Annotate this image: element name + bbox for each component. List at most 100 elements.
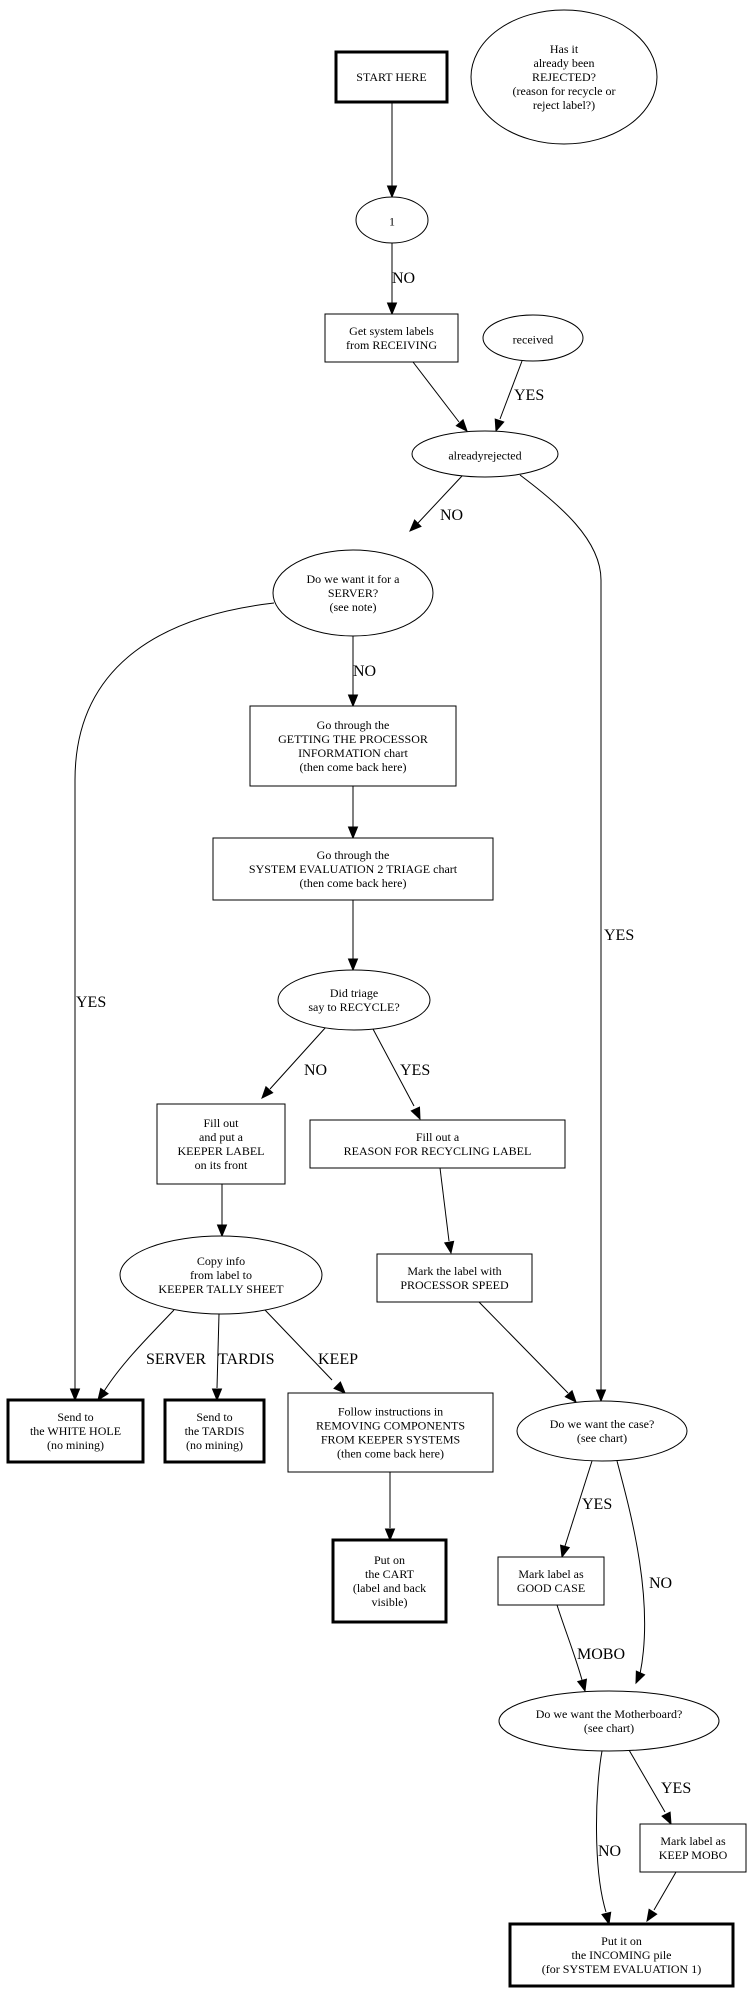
arrowhead-icon: [69, 1388, 81, 1402]
arrowhead-icon: [595, 1389, 607, 1403]
edge-recycle-to-reasonlabel: [372, 1028, 421, 1121]
edge-line: [519, 474, 602, 1390]
edge-label-no: NO: [598, 1843, 621, 1860]
node-text-line: KEEPER TALLY SHEET: [158, 1282, 284, 1296]
node-text-line: FROM KEEPER SYSTEMS: [321, 1433, 460, 1447]
edge-label-keep: KEEP: [318, 1351, 358, 1368]
process-box: [639, 1823, 747, 1873]
edge-triage-to-recycle: [347, 900, 359, 972]
node-text-line: Did triage: [330, 986, 378, 1000]
node-case: Do we want the case?(see chart): [516, 1400, 688, 1462]
edge-recycle-to-keeperlabel: [261, 1026, 327, 1099]
node-text-line: Has it: [550, 42, 579, 56]
arrowhead-icon: [333, 1381, 346, 1394]
node-text-line: from RECEIVING: [346, 338, 437, 352]
decision-ellipse: [516, 1400, 688, 1462]
node-text-line: REMOVING COMPONENTS: [316, 1419, 465, 1433]
decision-ellipse: [272, 549, 434, 637]
arrowhead-icon: [347, 826, 359, 840]
arrowhead-icon: [409, 519, 422, 532]
arrowhead-icon: [601, 1911, 612, 1926]
node-text-line: Do we want the case?: [550, 1417, 655, 1431]
edge-server-to-procinfo: [347, 636, 359, 708]
node-text-line: (see note): [330, 600, 377, 614]
node-text-line: (no mining): [186, 1438, 243, 1452]
process-box: [287, 1392, 494, 1473]
node-one: 1: [355, 196, 429, 244]
arrowhead-icon: [494, 418, 505, 433]
node-text-line: (then come back here): [300, 876, 407, 890]
arrowhead-icon: [455, 418, 468, 432]
edge-label-yes: YES: [582, 1496, 612, 1513]
node-text-line: KEEPER LABEL: [178, 1144, 265, 1158]
node-text-line: Do we want it for a: [307, 572, 401, 586]
arrowhead-icon: [347, 958, 359, 972]
edge-line: [653, 1871, 677, 1911]
edge-line: [216, 1313, 220, 1389]
edge-alreadyrejected-to-case: [519, 474, 607, 1403]
node-text-line: Fill out: [203, 1116, 239, 1130]
edge-line: [74, 602, 275, 1389]
edge-keeperlabel-to-tally: [216, 1184, 228, 1238]
edge-label-no: NO: [649, 1575, 672, 1592]
node-text-line: (see chart): [584, 1721, 634, 1735]
process-box: [376, 1253, 533, 1303]
process-box: [309, 1119, 566, 1169]
node-text-line: Put it on: [601, 1934, 642, 1948]
arrowhead-icon: [261, 1085, 274, 1099]
edge-line: [556, 1604, 583, 1681]
edge-procspeed-to-case: [478, 1301, 577, 1403]
arrowhead-icon: [410, 1106, 421, 1121]
edges-layer: [69, 102, 677, 1926]
node-text-line: from label to: [190, 1268, 252, 1282]
edge-line: [499, 360, 523, 420]
terminal-box: [334, 50, 449, 104]
edge-label-yes: YES: [661, 1780, 691, 1797]
edge-line: [616, 1460, 646, 1675]
edge-label-no: NO: [304, 1062, 327, 1079]
edge-label-yes: YES: [76, 994, 106, 1011]
terminal-box: [331, 1538, 448, 1624]
arrowhead-icon: [564, 1389, 577, 1403]
node-text-line: GOOD CASE: [517, 1581, 585, 1595]
edge-mobo-to-keepmobo: [628, 1749, 672, 1826]
edge-label-yes: YES: [400, 1062, 430, 1079]
node-text-line: the TARDIS: [185, 1424, 245, 1438]
node-text-line: Mark label as: [518, 1567, 584, 1581]
process-box: [497, 1556, 605, 1606]
edge-server-to-whitehole: [69, 602, 275, 1402]
edge-line: [372, 1028, 415, 1107]
arrowhead-icon: [559, 1544, 571, 1559]
node-text-line: Mark label as: [660, 1834, 726, 1848]
node-text-line: START HERE: [356, 70, 426, 84]
edge-tally-to-whitehole: [97, 1309, 175, 1402]
node-text-line: (then come back here): [300, 760, 407, 774]
node-text-line: visible): [372, 1595, 408, 1609]
node-text-line: GETTING THE PROCESSOR: [278, 732, 428, 746]
node-text-line: Fill out a: [416, 1130, 460, 1144]
edge-label-no: NO: [440, 507, 463, 524]
node-text-line: Go through the: [317, 718, 390, 732]
arrowhead-icon: [661, 1811, 672, 1826]
edge-label-yes: YES: [514, 387, 544, 404]
node-text-line: Do we want the Motherboard?: [536, 1707, 683, 1721]
edge-line: [595, 1750, 607, 1913]
edge-start-to-one: [386, 102, 398, 199]
arrowhead-icon: [646, 1908, 658, 1923]
node-text-line: Go through the: [317, 848, 390, 862]
node-text-line: SERVER?: [328, 586, 378, 600]
edge-line: [264, 1309, 333, 1381]
node-text-line: (for SYSTEM EVALUATION 1): [542, 1962, 701, 1976]
decision-ellipse: [119, 1235, 323, 1315]
process-box: [212, 837, 494, 901]
